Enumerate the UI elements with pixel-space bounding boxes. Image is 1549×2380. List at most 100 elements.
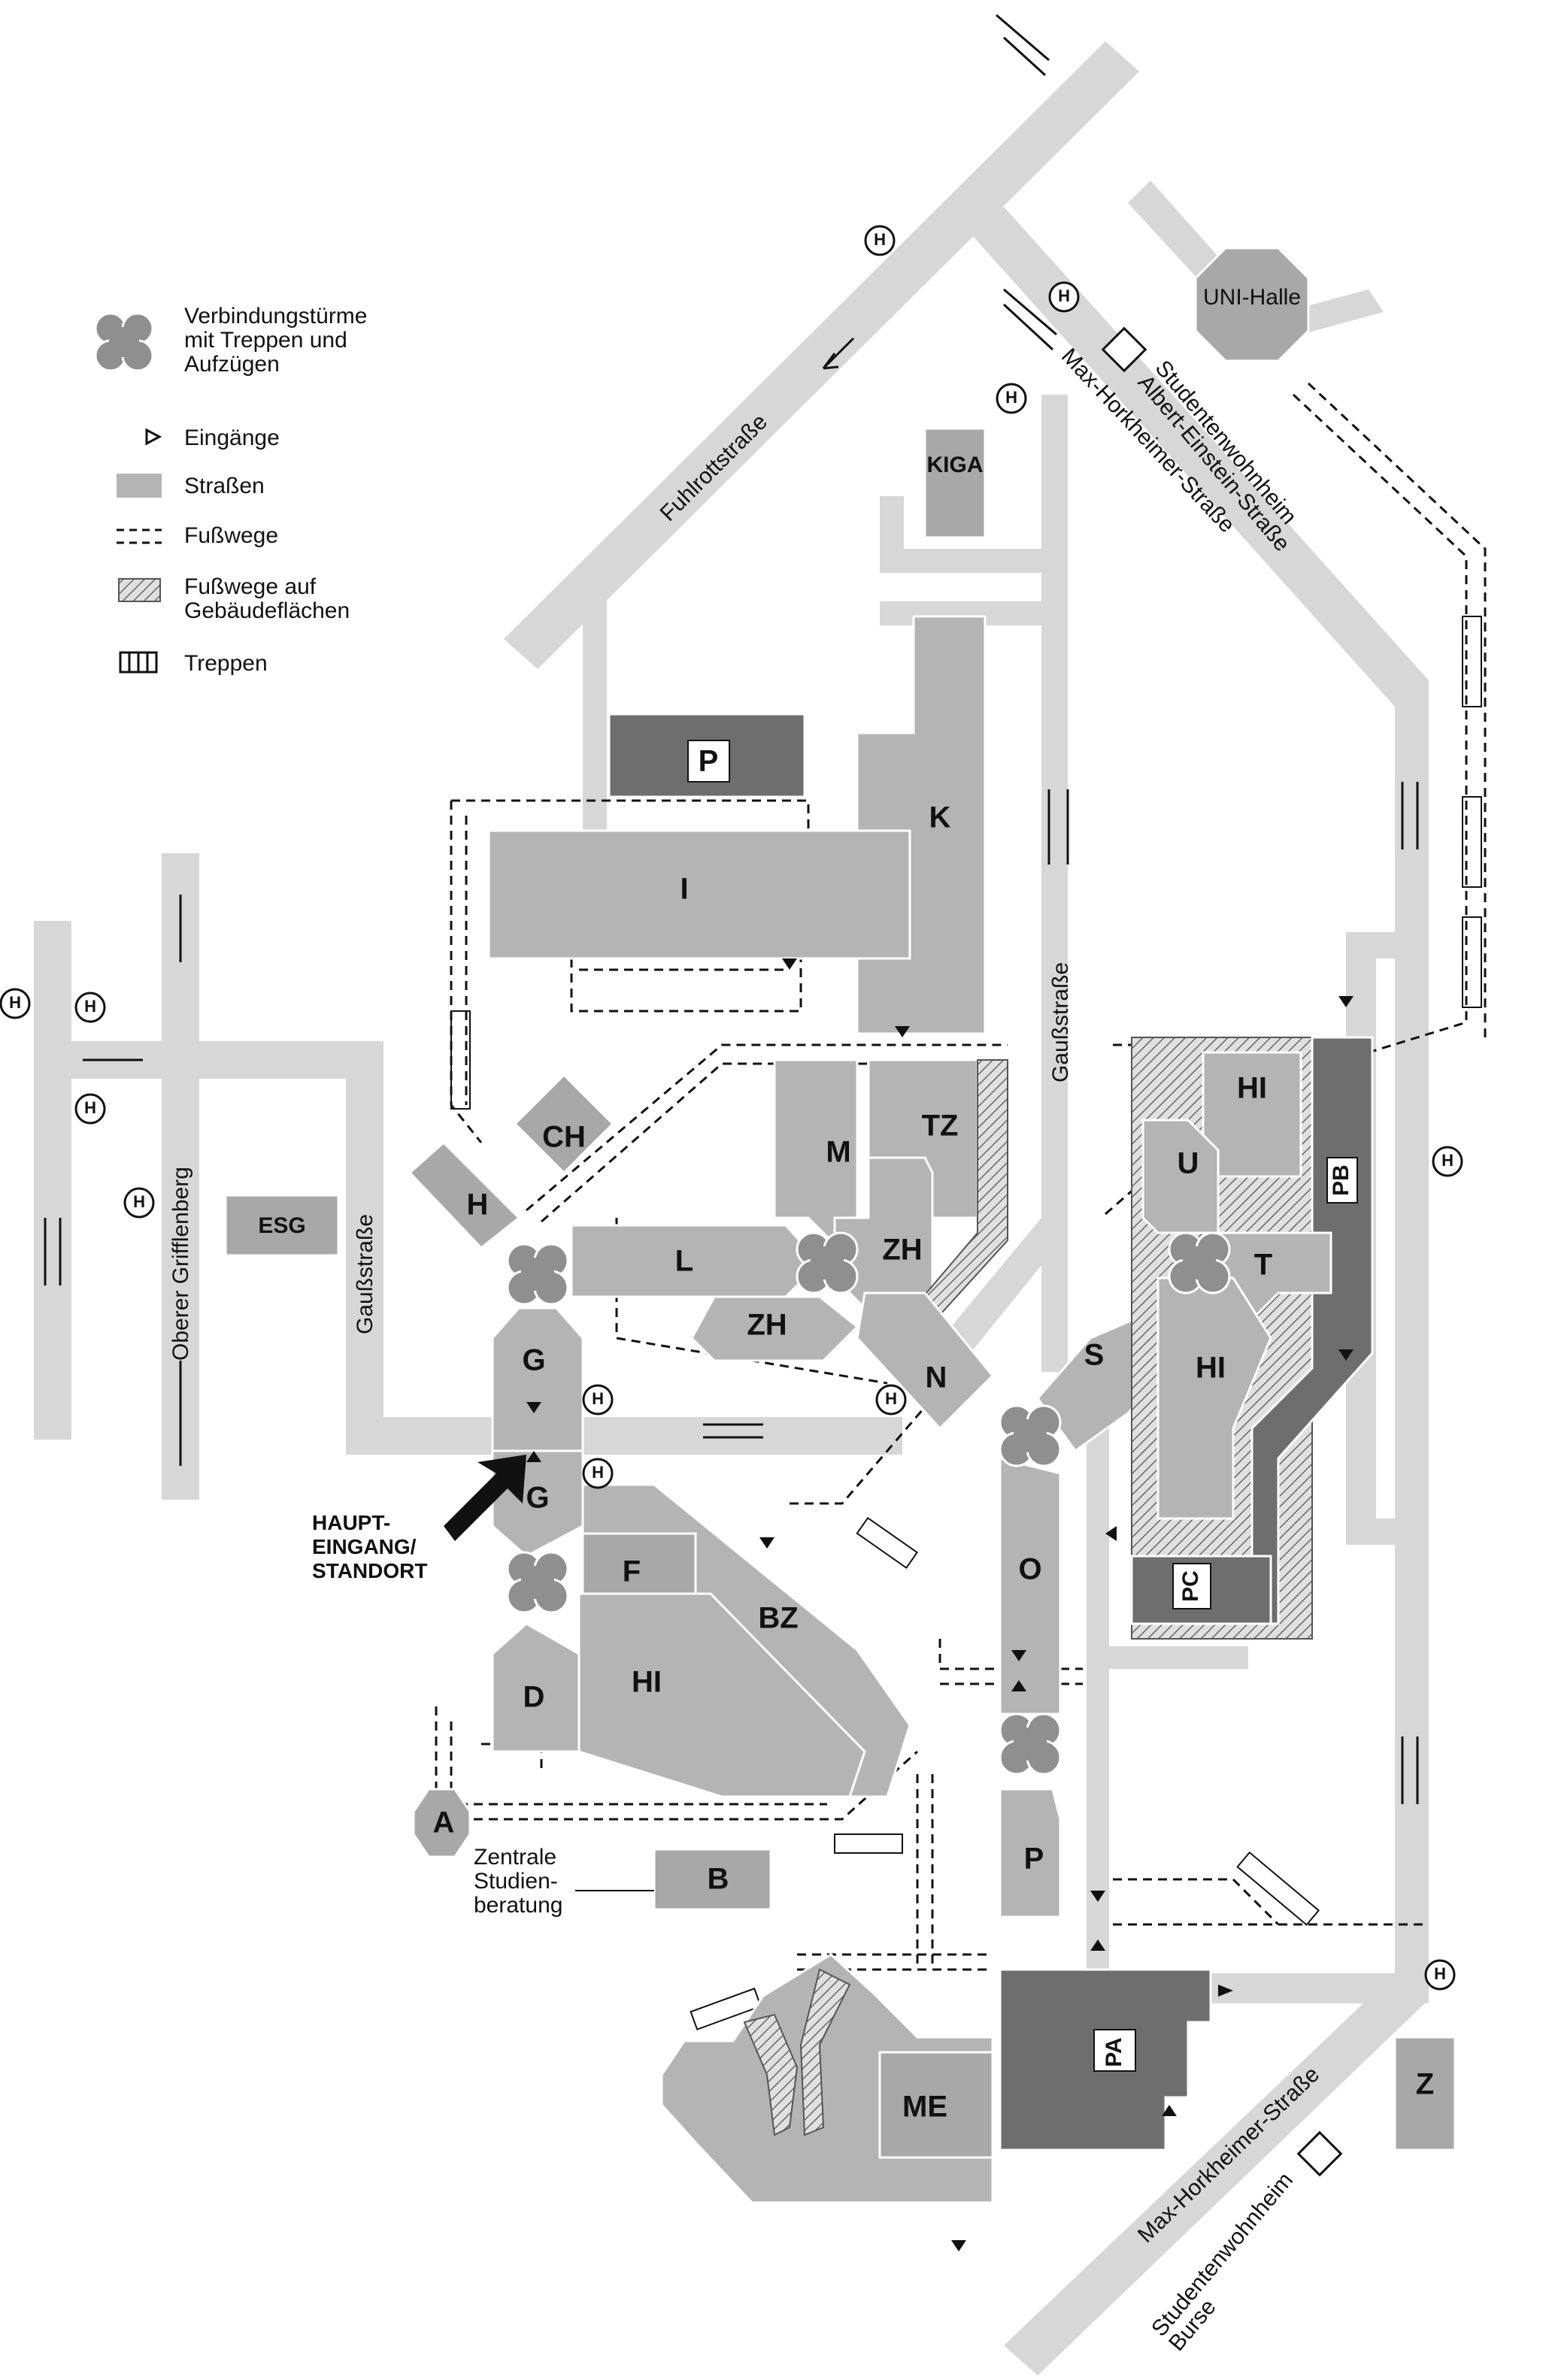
road-o-south: [1087, 1428, 1109, 1970]
label-pc: PC: [1178, 1570, 1203, 1602]
tower-zh: [796, 1231, 859, 1294]
label-hi-right: HI: [1196, 1352, 1226, 1385]
main-entrance-arrow: [444, 1455, 526, 1541]
svg-text:H: H: [1058, 286, 1070, 305]
label-i: I: [680, 873, 688, 906]
bus-stop-icon: H: [582, 1384, 614, 1416]
label-l: L: [675, 1245, 693, 1278]
building-kiga: [923, 427, 987, 539]
building-hi-right-top: [1202, 1051, 1302, 1178]
road-fuhlrott-spur: [583, 590, 607, 831]
road-fuhlrott: [504, 41, 1139, 669]
label-h: H: [467, 1188, 489, 1222]
label-uni-halle: UNI-Halle: [1203, 285, 1301, 310]
svg-text:H: H: [1434, 1964, 1446, 1983]
road-gauss-left: [346, 1041, 383, 1455]
legend-stairs-label: Treppen: [184, 651, 268, 676]
legend-road-icon: [117, 474, 162, 498]
bus-stop-icon: H: [74, 992, 106, 1023]
legend-towers-line-1: Verbindungstürme: [184, 304, 368, 329]
building-n: [856, 1291, 995, 1431]
bus-stop-icon: H: [582, 1458, 614, 1489]
entrance-markers: [526, 958, 1353, 2251]
legend-building-footpath-icon: [118, 578, 161, 602]
road-east-vertical: [1395, 680, 1429, 2003]
building-d: [491, 1622, 580, 1753]
building-labels: UNI-Halle KIGA P K I CH H ESG L M TZ ZH …: [258, 285, 1434, 2124]
label-zh-lower: ZH: [747, 1309, 787, 1342]
svg-text:H: H: [874, 230, 886, 249]
street-gauss-left: Gaußstraße: [353, 1214, 377, 1334]
footway-me-2: [799, 1968, 851, 2136]
bus-stop-icon: H: [875, 1384, 907, 1416]
building-zh-lower: [690, 1295, 859, 1362]
label-hi-right-top: HI: [1237, 1072, 1267, 1105]
label-t: T: [1254, 1249, 1272, 1282]
road-max-horkheimer-bottom: [1004, 1973, 1429, 2375]
legend-roads-label: Straßen: [184, 474, 265, 498]
building-k: [856, 615, 987, 1035]
road-gauss-left-horizontal: [346, 1417, 902, 1455]
footway-me-1: [743, 2013, 799, 2136]
svg-text:H: H: [84, 1098, 96, 1117]
label-esg: ESG: [258, 1213, 305, 1238]
bus-stop-icon: H: [864, 225, 896, 256]
street-gauss-right: Gaußstraße: [1048, 962, 1073, 1083]
road-left-vertical: [34, 921, 71, 1440]
building-uni-halle: [1194, 247, 1310, 362]
label-kiga: KIGA: [927, 453, 984, 477]
legend-footpaths-label: Fußwege: [184, 523, 278, 548]
label-p-bottom: P: [1024, 1843, 1044, 1876]
label-k: K: [929, 801, 951, 834]
haupteingang-line-1: HAUPT-: [312, 1511, 390, 1534]
label-a: A: [433, 1806, 455, 1840]
haupteingang-line-2: EINGANG/: [312, 1535, 417, 1558]
label-pb: PB: [1329, 1164, 1353, 1196]
svg-text:H: H: [84, 997, 96, 1016]
tower-east: [1168, 1231, 1231, 1294]
svg-text:H: H: [133, 1192, 145, 1211]
building-h: [408, 1140, 521, 1250]
label-o: O: [1018, 1553, 1041, 1586]
bus-stop-icon: H: [1432, 1146, 1463, 1177]
building-ch: [513, 1073, 615, 1175]
legend: Verbindungstürme mit Treppen und Aufzüge…: [94, 304, 374, 676]
studienberatung-line-3: beratung: [474, 1893, 562, 1918]
road-gauss-right: [1041, 395, 1068, 1372]
bus-stop-icon: H: [123, 1187, 155, 1219]
road-east-loop-bottom: [1346, 1519, 1399, 1545]
building-p-bottom: [999, 1788, 1062, 1918]
studienberatung-line-2: Studien-: [474, 1869, 558, 1894]
label-haupteingang: HAUPT- EINGANG/ STANDORT: [312, 1511, 427, 1582]
label-s: S: [1084, 1339, 1105, 1372]
tower-o-bottom: [999, 1712, 1062, 1776]
tower-o-top: [999, 1404, 1062, 1467]
building-o: [999, 1457, 1062, 1715]
tower-gd: [506, 1551, 569, 1614]
tower-gh: [506, 1243, 569, 1306]
building-me: [878, 2051, 994, 2159]
legend-towers-line-3: Aufzügen: [184, 352, 280, 377]
label-me: ME: [902, 2091, 947, 2124]
label-studienberatung: Zentrale Studien- beratung: [474, 1845, 564, 1918]
label-b: B: [708, 1863, 729, 1896]
building-i: [487, 829, 911, 960]
legend-entrances-label: Eingänge: [184, 425, 280, 450]
bus-stop-icon: H: [0, 988, 31, 1019]
road-kiga-spur: [880, 496, 904, 571]
label-pa: PA: [1102, 2037, 1126, 2067]
label-p-top: P: [699, 745, 719, 778]
bus-stops: H H H H H H H H H H H H: [0, 225, 1463, 1991]
legend-building-footpaths-label: Fußwege auf Gebäudeflächen: [184, 574, 350, 623]
legend-stairs-icon: [119, 651, 158, 674]
building-a: [412, 1788, 471, 1858]
bus-stop-icon: H: [1048, 281, 1080, 313]
legend-towers-label: Verbindungstürme mit Treppen und Aufzüge…: [184, 304, 374, 377]
building-esg: [224, 1194, 340, 1257]
street-fuhlrott: Fuhlrottstraße: [656, 410, 772, 526]
legend-building-footpaths-line-2: Gebäudeflächen: [184, 598, 350, 623]
label-zh-upper: ZH: [882, 1234, 922, 1267]
label-ch: CH: [542, 1121, 586, 1154]
label-n: N: [926, 1361, 947, 1394]
